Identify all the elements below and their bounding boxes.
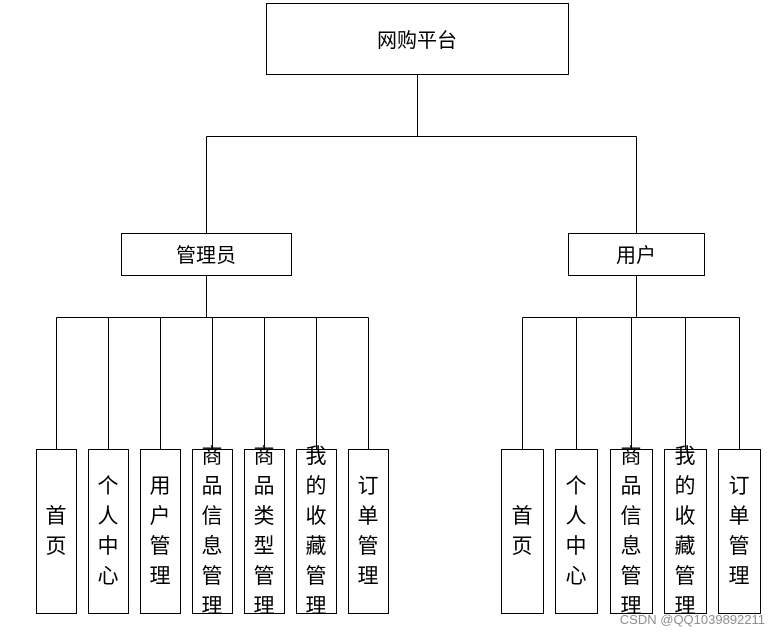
leaf-box [296,449,337,614]
admin-node: 管理员 [121,233,292,276]
admin-label: 管理员 [176,243,236,267]
leaf-box [501,449,544,614]
leaf-label: 订单管理 [729,474,750,588]
leaf-box [664,449,707,614]
root-node: 网购平台 [266,3,569,75]
leaf-node: 用户管理 [140,449,181,614]
leaf-label: 用户管理 [150,474,171,588]
leaf-node: 商品类型管理 [244,444,285,618]
leaf-node: 订单管理 [348,449,389,614]
leaf-box [610,449,653,614]
leaf-node: 商品信息管理 [192,444,233,618]
leaf-label: 我的收藏管理 [675,444,696,618]
leaf-label: 商品信息管理 [621,444,642,618]
leaf-box [555,449,598,614]
watermark: CSDN @QQ1039892211 [619,612,765,627]
leaf-node: 首页 [501,449,544,614]
leaf-node: 个人中心 [555,449,598,614]
leaf-box [244,449,285,614]
leaf-box [36,449,77,614]
leaf-node: 个人中心 [88,449,129,614]
connector-lines [56,74,740,449]
leaf-node: 我的收藏管理 [664,444,707,618]
leaf-label: 商品类型管理 [254,444,275,618]
leaf-box [348,449,389,614]
root-label: 网购平台 [377,28,457,52]
leaf-box [140,449,181,614]
leaf-nodes: 首页 个人中心 用户管理 商品信息管理 商品类型管理 我的收藏管理 订单管理 首页 个人中心 商品… [36,444,761,618]
leaf-node: 订单管理 [718,449,761,614]
user-node: 用户 [568,233,705,276]
leaf-label: 个人中心 [98,474,119,588]
leaf-label: 订单管理 [358,474,379,588]
leaf-box [192,449,233,614]
leaf-label: 个人中心 [566,474,587,588]
leaf-box [718,449,761,614]
leaf-node: 商品信息管理 [610,444,653,618]
leaf-node: 首页 [36,449,77,614]
leaf-label: 首页 [46,504,67,558]
user-label: 用户 [616,243,656,267]
leaf-box [88,449,129,614]
leaf-label: 商品信息管理 [202,444,223,618]
leaf-label: 我的收藏管理 [306,444,327,618]
leaf-label: 首页 [512,504,533,558]
leaf-node: 我的收藏管理 [296,444,337,618]
